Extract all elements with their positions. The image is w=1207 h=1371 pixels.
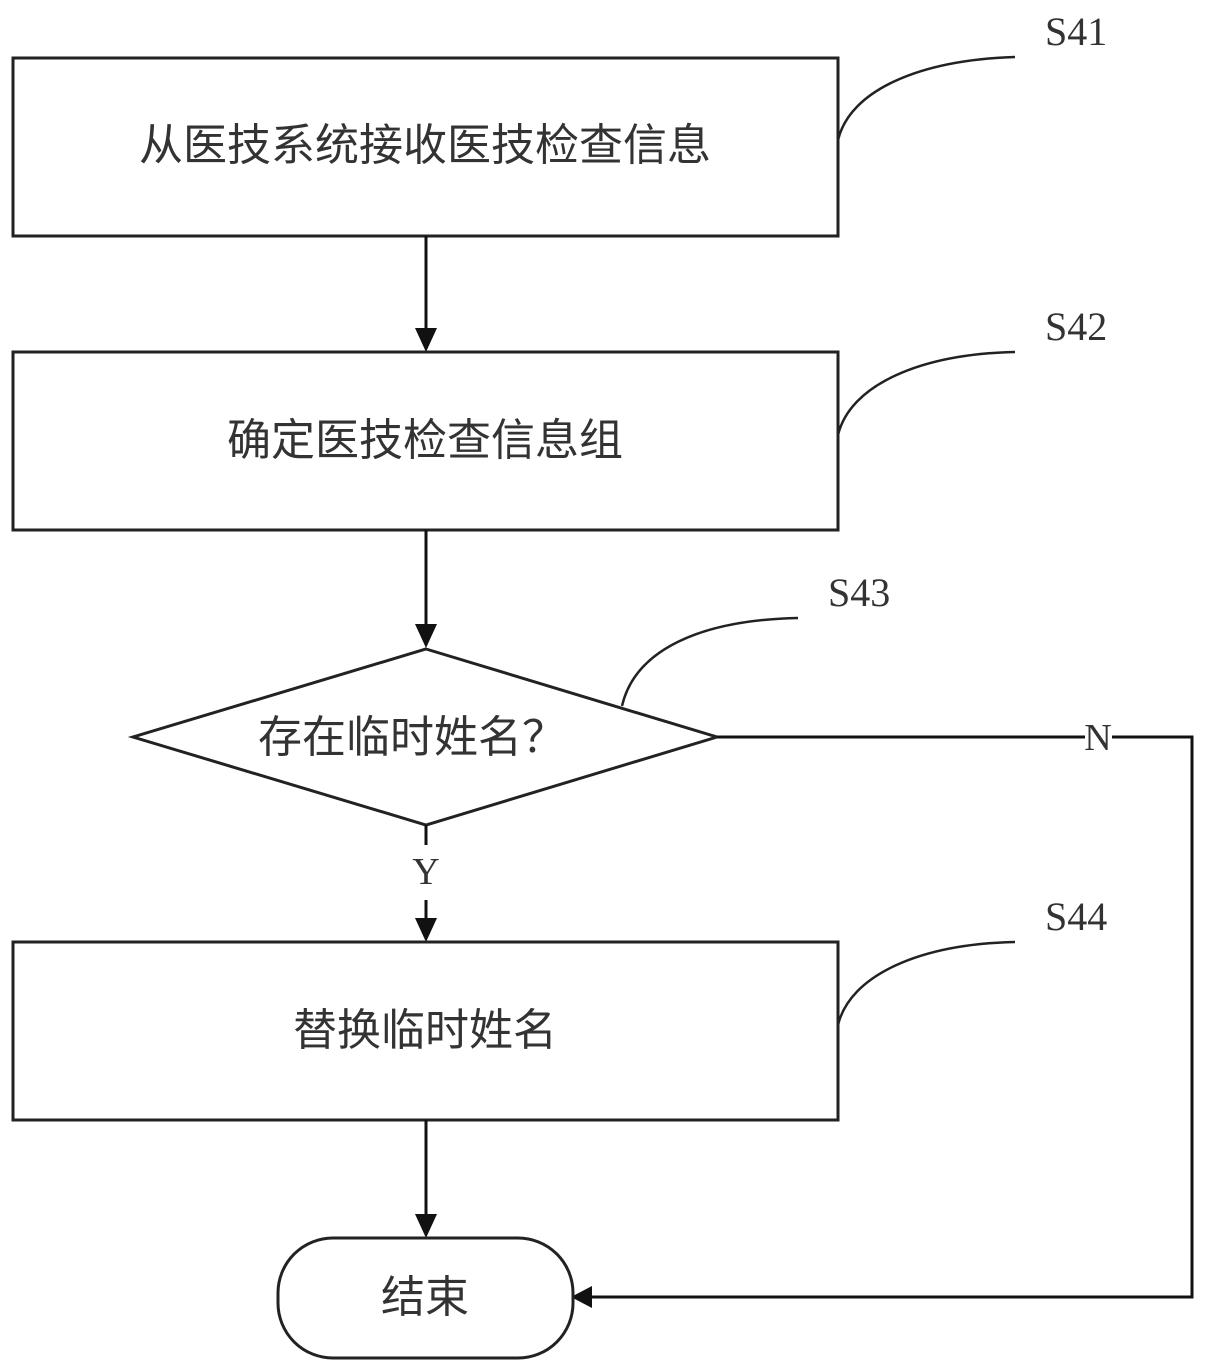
arrowhead-s42 [415,328,437,352]
node-end: 结束 [276,1236,575,1360]
process-box-s42 [11,350,840,532]
step-label-s42: S42 [1045,304,1107,349]
node-text-s44: 替换临时姓名 [293,1005,557,1056]
node-text-end: 结束 [381,1272,469,1323]
process-box-s41 [11,56,840,238]
node-text-s41: 从医技系统接收医技检查信息 [139,120,711,171]
leader-line-s44 [836,940,1016,1026]
leader-line-s42 [836,350,1016,436]
arrowhead-s44 [415,918,437,942]
arrowhead-end-top [415,1214,437,1238]
edge-s43-end-n-segment-2 [590,735,1194,1299]
node-text-s43: 存在临时姓名？ [258,712,566,763]
node-text-s42: 确定医技检查信息组 [227,415,623,466]
node-s41: 从医技系统接收医技检查信息 [11,56,840,238]
branch-label-n: N [1084,717,1111,759]
node-s42: 确定医技检查信息组 [11,350,840,532]
node-s44: 替换临时姓名 [11,940,840,1122]
node-s43: 存在临时姓名？ [127,647,723,827]
arrowhead-s43 [415,624,437,648]
step-label-s44: S44 [1045,894,1107,939]
step-label-s43: S43 [828,570,890,615]
terminator-end [276,1236,575,1360]
branch-label-y: Y [412,851,439,893]
leader-line-s43 [620,616,799,707]
step-label-s41: S41 [1045,9,1107,54]
arrowhead-end-right [571,1286,592,1308]
leader-line-s41 [836,55,1016,141]
